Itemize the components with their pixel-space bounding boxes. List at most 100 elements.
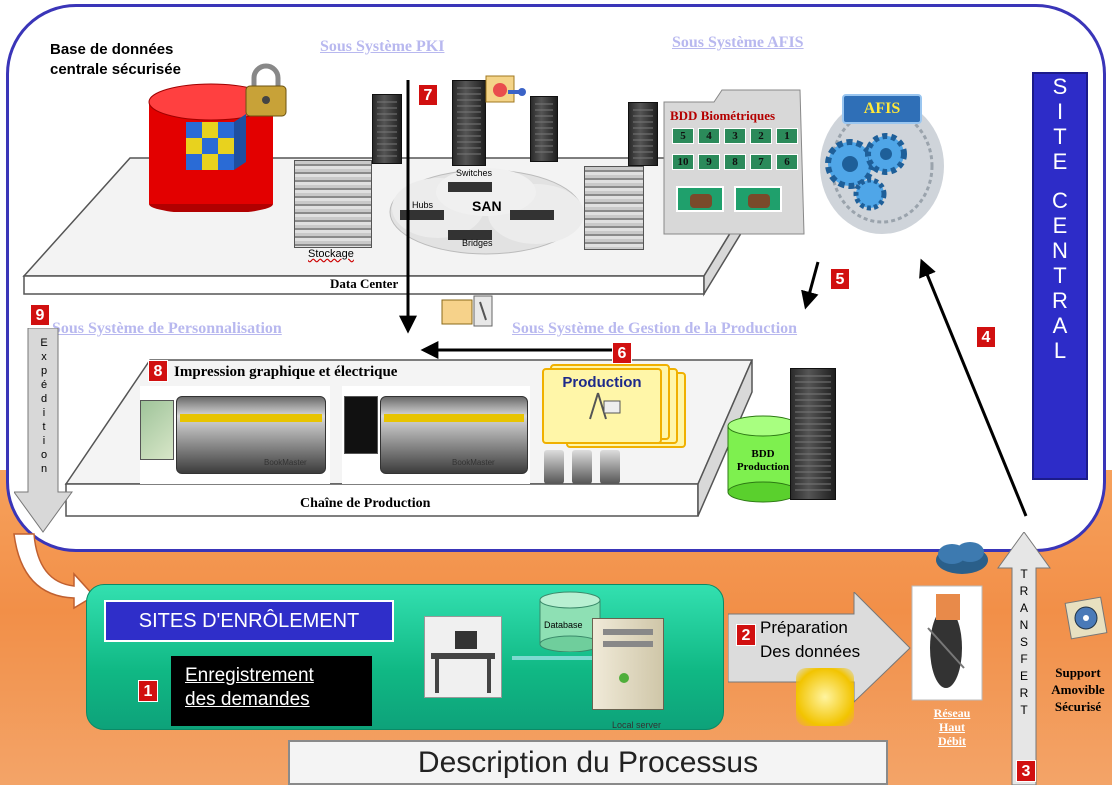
personalization-subsystem-title[interactable]: Sous Système de Personnalisation: [52, 320, 282, 337]
data-preparation-line2: Des données: [760, 642, 861, 661]
enrollment-sites-title: SITES D'ENRÔLEMENT: [104, 600, 394, 642]
transfer-letter: E: [1019, 669, 1028, 683]
network-label-line2[interactable]: Haut: [938, 720, 965, 734]
registration-box[interactable]: Enregistrement des demandes: [171, 656, 372, 726]
server-rack-icon: [530, 96, 558, 162]
high-speed-network-label[interactable]: Réseau Haut Débit: [922, 706, 982, 748]
storage-array-icon: [294, 160, 372, 248]
printer-machine-1: BookMaster: [140, 386, 330, 484]
production-db-label-line2: Production: [736, 461, 790, 473]
production-database-icon: [727, 415, 799, 503]
production-db-label: BDD Production: [724, 448, 802, 474]
passport-cover-icon: [344, 396, 378, 454]
data-preparation-label: Préparation Des données: [760, 616, 860, 664]
transfer-label: T R A N S F E R T: [1014, 566, 1034, 719]
fingerprint-slot: 4: [698, 128, 720, 144]
printer-body: [176, 396, 326, 474]
data-preparation-line1: Préparation: [760, 618, 848, 637]
switches-label: Switches: [456, 168, 493, 178]
face-photo-icon: [734, 186, 782, 212]
fingerprint-slot: 6: [776, 154, 798, 170]
expedition-letter: d: [40, 393, 48, 405]
central-db-label-line2: centrale sécurisée: [50, 61, 181, 78]
registration-line1[interactable]: Enregistrement: [185, 665, 314, 686]
transfer-letter: N: [1019, 618, 1029, 632]
transfer-letter: T: [1020, 567, 1028, 581]
removable-media-line3: Sécurisé: [1054, 699, 1102, 714]
data-preparation-arrow: [728, 592, 911, 704]
printer-stripe: [384, 414, 524, 422]
step-7-badge: 7: [418, 84, 438, 106]
production-chain-label: Chaîne de Production: [300, 496, 431, 511]
printing-label: Impression graphique et électrique: [174, 364, 398, 380]
expedition-letter: n: [40, 463, 48, 475]
high-speed-network-icon: [911, 585, 983, 701]
fingerprint-slot: 5: [672, 128, 694, 144]
san-cloud-icon: [389, 168, 584, 255]
production-db-label-line1: BDD: [751, 448, 775, 460]
site-letter: R: [1052, 288, 1068, 313]
fingerprint-slot: 8: [724, 154, 746, 170]
site-letter: T: [1053, 124, 1067, 149]
step-1-badge: 1: [138, 680, 158, 702]
face-photo-icon: [676, 186, 724, 212]
network-label-line3[interactable]: Débit: [938, 734, 966, 748]
site-letter: C: [1052, 188, 1068, 213]
expedition-letter: i: [42, 407, 46, 419]
pki-subsystem-title[interactable]: Sous Système PKI: [320, 38, 445, 55]
site-letter: T: [1053, 263, 1067, 288]
production-card-label: Production: [562, 374, 642, 391]
expedition-letter: E: [40, 337, 48, 349]
fingerprint-slot: 9: [698, 154, 720, 170]
card-reader-icon: [572, 450, 592, 484]
san-label: SAN: [472, 198, 502, 214]
registration-line2[interactable]: des demandes: [185, 689, 310, 710]
step-3-badge: 3: [1016, 760, 1036, 782]
card-reader-icon: [600, 450, 620, 484]
usb-drive-icon: [796, 668, 854, 726]
compass-icon: [589, 392, 621, 420]
process-description-title: Description du Processus: [288, 740, 888, 785]
expedition-letter: é: [40, 379, 48, 391]
production-management-subsystem-title[interactable]: Sous Système de Gestion de la Production: [512, 320, 798, 337]
site-letter: S: [1052, 74, 1068, 99]
step-8-badge: 8: [148, 360, 168, 382]
removable-media-line2: Amovible: [1051, 682, 1105, 697]
transfer-letter: S: [1019, 635, 1028, 649]
certificate-key-icon: [485, 75, 526, 103]
passport-page-icon: [140, 400, 174, 460]
fingerprint-slot: 10: [672, 154, 694, 170]
site-letter: L: [1053, 338, 1067, 363]
expedition-letter: t: [42, 421, 46, 433]
site-letter: A: [1052, 313, 1068, 338]
curved-delivery-arrow: [13, 533, 96, 610]
site-central-label: S I T E C E N T R A L: [1032, 72, 1088, 480]
step-5-badge: 5: [830, 268, 850, 290]
local-server-icon: [592, 618, 664, 710]
transfer-arrow: [997, 532, 1051, 785]
server-rack-icon: [452, 80, 486, 166]
network-label-line1[interactable]: Réseau: [933, 706, 971, 720]
removable-media-icon: [1064, 596, 1108, 640]
gestion-printer-icon: [441, 295, 493, 327]
site-letter: I: [1056, 99, 1064, 124]
stockage-label: Stockage: [308, 248, 354, 260]
data-center-label: Data Center: [330, 276, 399, 291]
afis-subsystem-title[interactable]: Sous Système AFIS: [672, 34, 804, 51]
printer-machine-2: BookMaster: [342, 386, 530, 484]
expedition-letter: o: [40, 449, 48, 461]
network-link: [512, 656, 594, 660]
fingerprint-slot: 7: [750, 154, 772, 170]
expedition-arrow: [14, 328, 73, 533]
card-reader-icon: [544, 450, 564, 484]
production-server-rack-icon: [790, 368, 836, 500]
fingerprint-slot: 1: [776, 128, 798, 144]
afis-badge: AFIS: [842, 94, 922, 124]
bookmaster-brand: BookMaster: [264, 458, 307, 467]
transfer-letter: A: [1019, 601, 1028, 615]
site-letter: N: [1052, 238, 1068, 263]
secure-database-icon: [148, 63, 287, 212]
transfer-letter: R: [1019, 686, 1029, 700]
site-letter: E: [1052, 213, 1068, 238]
expedition-letter: x: [41, 351, 47, 363]
